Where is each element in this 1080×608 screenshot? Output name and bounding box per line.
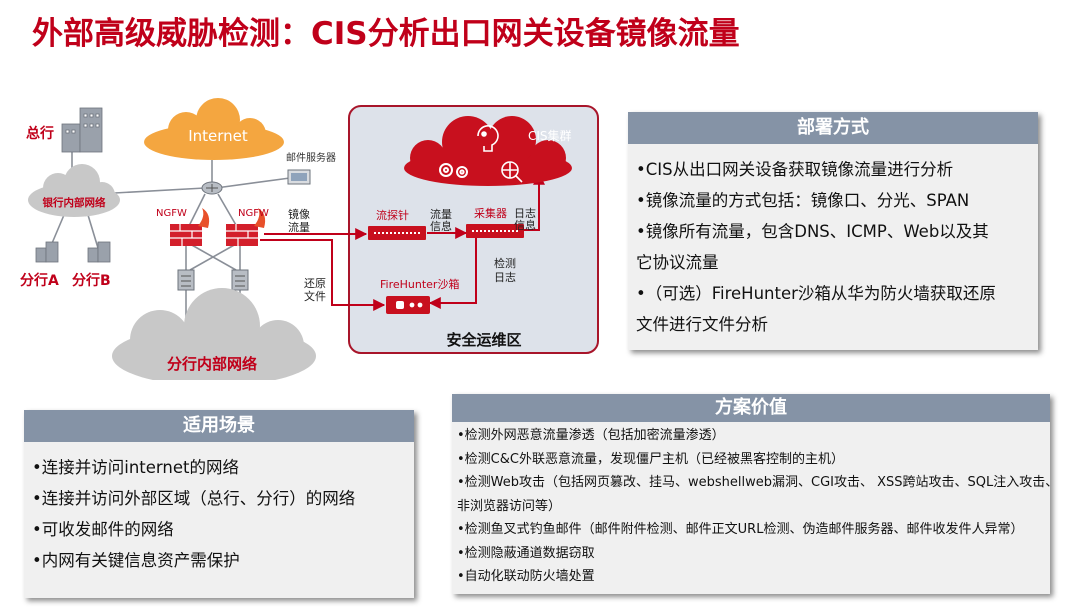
scenario-line: •内网有关键信息资产需保护 (32, 551, 240, 570)
branch-a-building-icon (35, 241, 59, 263)
mail-server-label: 邮件服务器 (286, 151, 336, 164)
deploy-line: •镜像流量的方式包括：镜像口、分光、SPAN (636, 191, 970, 210)
mirror-label-1: 镜像 (288, 207, 310, 221)
firehunter-label: FireHunter沙箱 (380, 277, 459, 291)
router-icon (201, 181, 223, 195)
traffic-info-label-1: 流量 (430, 207, 452, 221)
bank-network-cloud (28, 164, 120, 217)
value-line: •检测外网恶意流量渗透（包括加密流量渗透） (457, 428, 725, 443)
hq-label: 总行 (26, 125, 54, 142)
ngfw-right-label: NGFW (238, 208, 269, 219)
brain-icon (477, 125, 499, 152)
detect-log-label-1: 检测 (494, 256, 516, 270)
switch-left-icon (177, 269, 195, 291)
switch-right-icon (231, 269, 249, 291)
branch-network-cloud (112, 288, 316, 380)
deploy-line: •镜像所有流量，包含DNS、ICMP、Web以及其 (636, 222, 989, 241)
probe-label: 流探针 (376, 208, 409, 222)
internet-cloud (144, 98, 284, 160)
cis-cluster-label: CIS集群 (528, 128, 572, 143)
title-suffix: 分析出口网关设备镜像流量 (367, 16, 740, 52)
branch-a-label: 分行A (20, 272, 59, 289)
firehunter-sandbox-icon (386, 296, 430, 314)
scenarios-panel: 适用场景 •连接并访问internet的网络 •连接并访问外部区域（总行、分行）… (24, 410, 414, 598)
ngfw-left-firewall-icon (170, 208, 210, 246)
mirror-label-2: 流量 (288, 220, 310, 234)
gears-icon (439, 163, 468, 178)
ngfw-left-label: NGFW (156, 208, 187, 219)
branch-network-label: 分行内部网络 (167, 355, 257, 373)
value-list: •检测外网恶意流量渗透（包括加密流量渗透） •检测C&C外联恶意流量，发现僵尸主… (457, 424, 1059, 589)
traffic-arrows (260, 172, 545, 311)
title-prefix: 外部高级威胁检测： (32, 16, 311, 52)
detect-log-label-2: 日志 (494, 271, 516, 284)
scenario-line: •连接并访问外部区域（总行、分行）的网络 (32, 489, 356, 508)
hq-building-icon (61, 107, 103, 153)
secure-zone-label: 安全运维区 (446, 331, 521, 349)
network-diagram: 安全运维区 总行 银行内部网络 (20, 98, 599, 380)
deploy-line: •CIS从出口网关设备获取镜像流量进行分析 (636, 160, 954, 179)
internet-label: Internet (188, 127, 248, 145)
collector-label: 采集器 (474, 206, 507, 220)
value-line: •检测Web攻击（包括网页篡改、挂马、webshellweb漏洞、CGI攻击、 … (457, 475, 1059, 490)
deploy-list: •CIS从出口网关设备获取镜像流量进行分析 •镜像流量的方式包括：镜像口、分光、… (636, 154, 1032, 340)
collector-device-icon (466, 224, 524, 238)
bank-network-label: 银行内部网络 (43, 196, 106, 209)
log-info-label-2: 信息 (514, 218, 536, 232)
branch-b-building-icon (87, 241, 111, 263)
log-info-label-1: 日志 (514, 207, 536, 220)
value-line: •检测隐蔽通道数据窃取 (457, 545, 595, 561)
branch-b-label: 分行B (72, 272, 111, 289)
scenarios-header: 适用场景 (24, 410, 414, 442)
probe-device-icon (368, 226, 426, 240)
traffic-info-label-2: 信息 (430, 219, 452, 233)
value-panel: 方案价值 •检测外网恶意流量渗透（包括加密流量渗透） •检测C&C外联恶意流量，… (452, 394, 1059, 594)
value-line: •自动化联动防火墙处置 (457, 569, 595, 584)
deploy-line: 文件进行文件分析 (636, 315, 768, 334)
deploy-line: 它协议流量 (636, 253, 719, 272)
value-header: 方案价值 (452, 394, 1050, 422)
value-line: 非浏览器访问等） (457, 498, 562, 514)
ngfw-right-firewall-icon (226, 208, 266, 246)
value-line: •检测C&C外联恶意流量，发现僵尸主机（已经被黑客控制的主机） (457, 451, 844, 467)
cis-cluster-cloud (404, 116, 572, 186)
restore-label-1: 还原 (304, 277, 326, 290)
scenarios-list: •连接并访问internet的网络 •连接并访问外部区域（总行、分行）的网络 •… (32, 452, 408, 576)
deploy-panel: 部署方式 •CIS从出口网关设备获取镜像流量进行分析 •镜像流量的方式包括：镜像… (628, 112, 1038, 350)
mail-server-icon (287, 169, 311, 185)
value-line: •检测鱼叉式钓鱼邮件（邮件附件检测、邮件正文URL检测、伪造邮件服务器、邮件收发… (457, 522, 1024, 537)
deploy-header: 部署方式 (628, 112, 1038, 144)
page-title: 外部高级威胁检测：CIS分析出口网关设备镜像流量 (32, 8, 740, 53)
globe-search-icon (501, 161, 523, 183)
scenario-line: •可收发邮件的网络 (32, 520, 174, 539)
deploy-line: •（可选）FireHunter沙箱从华为防火墙获取还原 (636, 284, 996, 303)
scenario-line: •连接并访问internet的网络 (32, 458, 239, 477)
restore-label-2: 文件 (304, 289, 326, 303)
title-accent: CIS (311, 16, 368, 52)
